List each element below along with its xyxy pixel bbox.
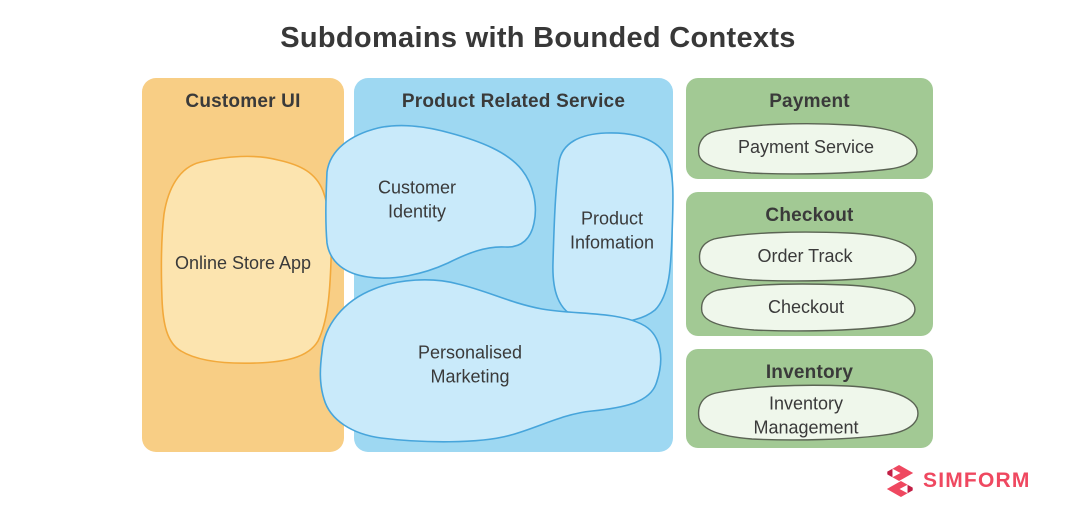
simform-logo-icon — [886, 465, 914, 497]
panel-inventory-title: Inventory — [765, 362, 854, 383]
panel-payment: Payment — [686, 78, 933, 179]
customer-identity-label: Customer Identity — [377, 177, 457, 221]
order-track-label: Order Track — [757, 246, 853, 267]
panel-product-related-service: Product Related Service — [354, 78, 673, 452]
panel-checkout-title: Checkout — [765, 205, 854, 226]
panel-payment-title: Payment — [769, 91, 850, 112]
checkout-label: Checkout — [767, 297, 845, 318]
page-title: Subdomains with Bounded Contexts — [280, 22, 796, 54]
simform-logo-text: SIMFORM — [923, 469, 1031, 492]
panel-customer-ui-title: Customer UI — [185, 91, 301, 112]
panel-product-related-service-title: Product Related Service — [401, 91, 626, 112]
payment-service-label: Payment Service — [737, 137, 875, 158]
online-store-app-label: Online Store App — [174, 253, 312, 274]
inventory-management-label: Inventory Management — [753, 393, 859, 437]
personalised-marketing-label: Personalised Marketing — [417, 342, 523, 386]
simform-logo: SIMFORM — [884, 463, 1031, 499]
product-information-label: Product Infomation — [569, 208, 655, 252]
